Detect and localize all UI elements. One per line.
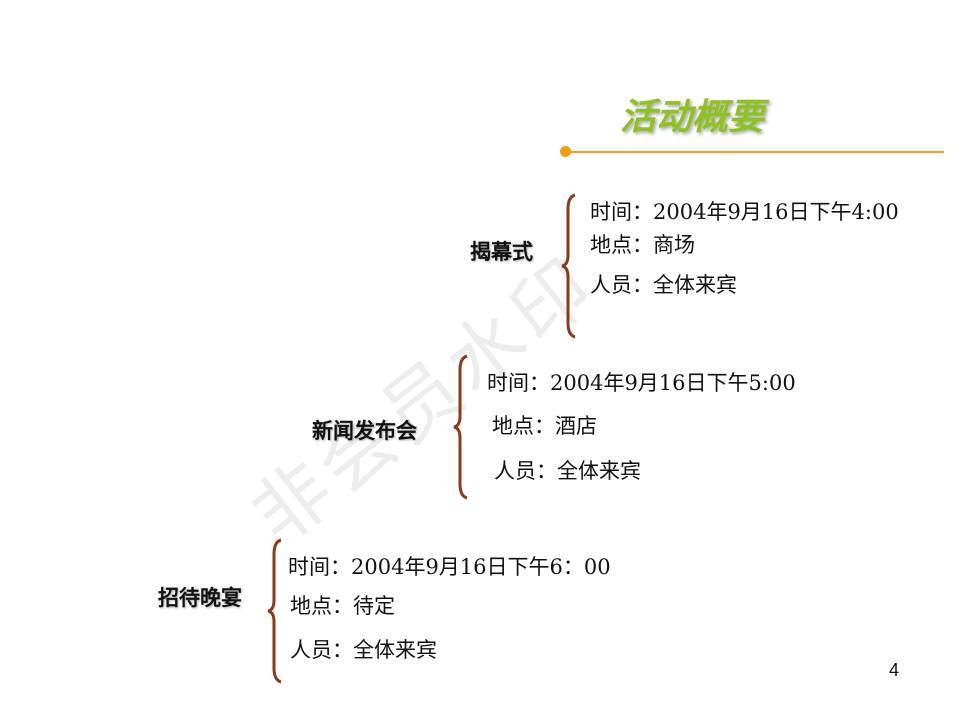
- banquet-place: 地点：待定: [290, 594, 395, 618]
- unveiling-place: 地点：商场: [590, 233, 695, 257]
- banquet-time: 时间：2004年9月16日下午6：00: [288, 555, 611, 579]
- unveiling-time: 时间：2004年9月16日下午4:00: [590, 200, 899, 224]
- banquet-people: 人员：全体来宾: [290, 638, 437, 662]
- brace-banquet: [266, 538, 286, 684]
- unveiling-people: 人员：全体来宾: [590, 273, 737, 297]
- press-conference-place: 地点：酒店: [492, 414, 597, 438]
- title-bullet-dot: [560, 146, 571, 157]
- press-conference-time: 时间：2004年9月16日下午5:00: [487, 371, 796, 395]
- brace-press-conference: [452, 354, 472, 500]
- group-label-banquet: 招待晚宴: [158, 585, 242, 610]
- page-number: 4: [889, 660, 900, 680]
- title-underline: [564, 151, 944, 153]
- brace-unveiling: [560, 193, 580, 339]
- slide-title: 活动概要: [620, 96, 765, 138]
- press-conference-people: 人员：全体来宾: [494, 459, 641, 483]
- group-label-press-conference: 新闻发布会: [312, 418, 417, 443]
- group-label-unveiling: 揭幕式: [470, 239, 533, 264]
